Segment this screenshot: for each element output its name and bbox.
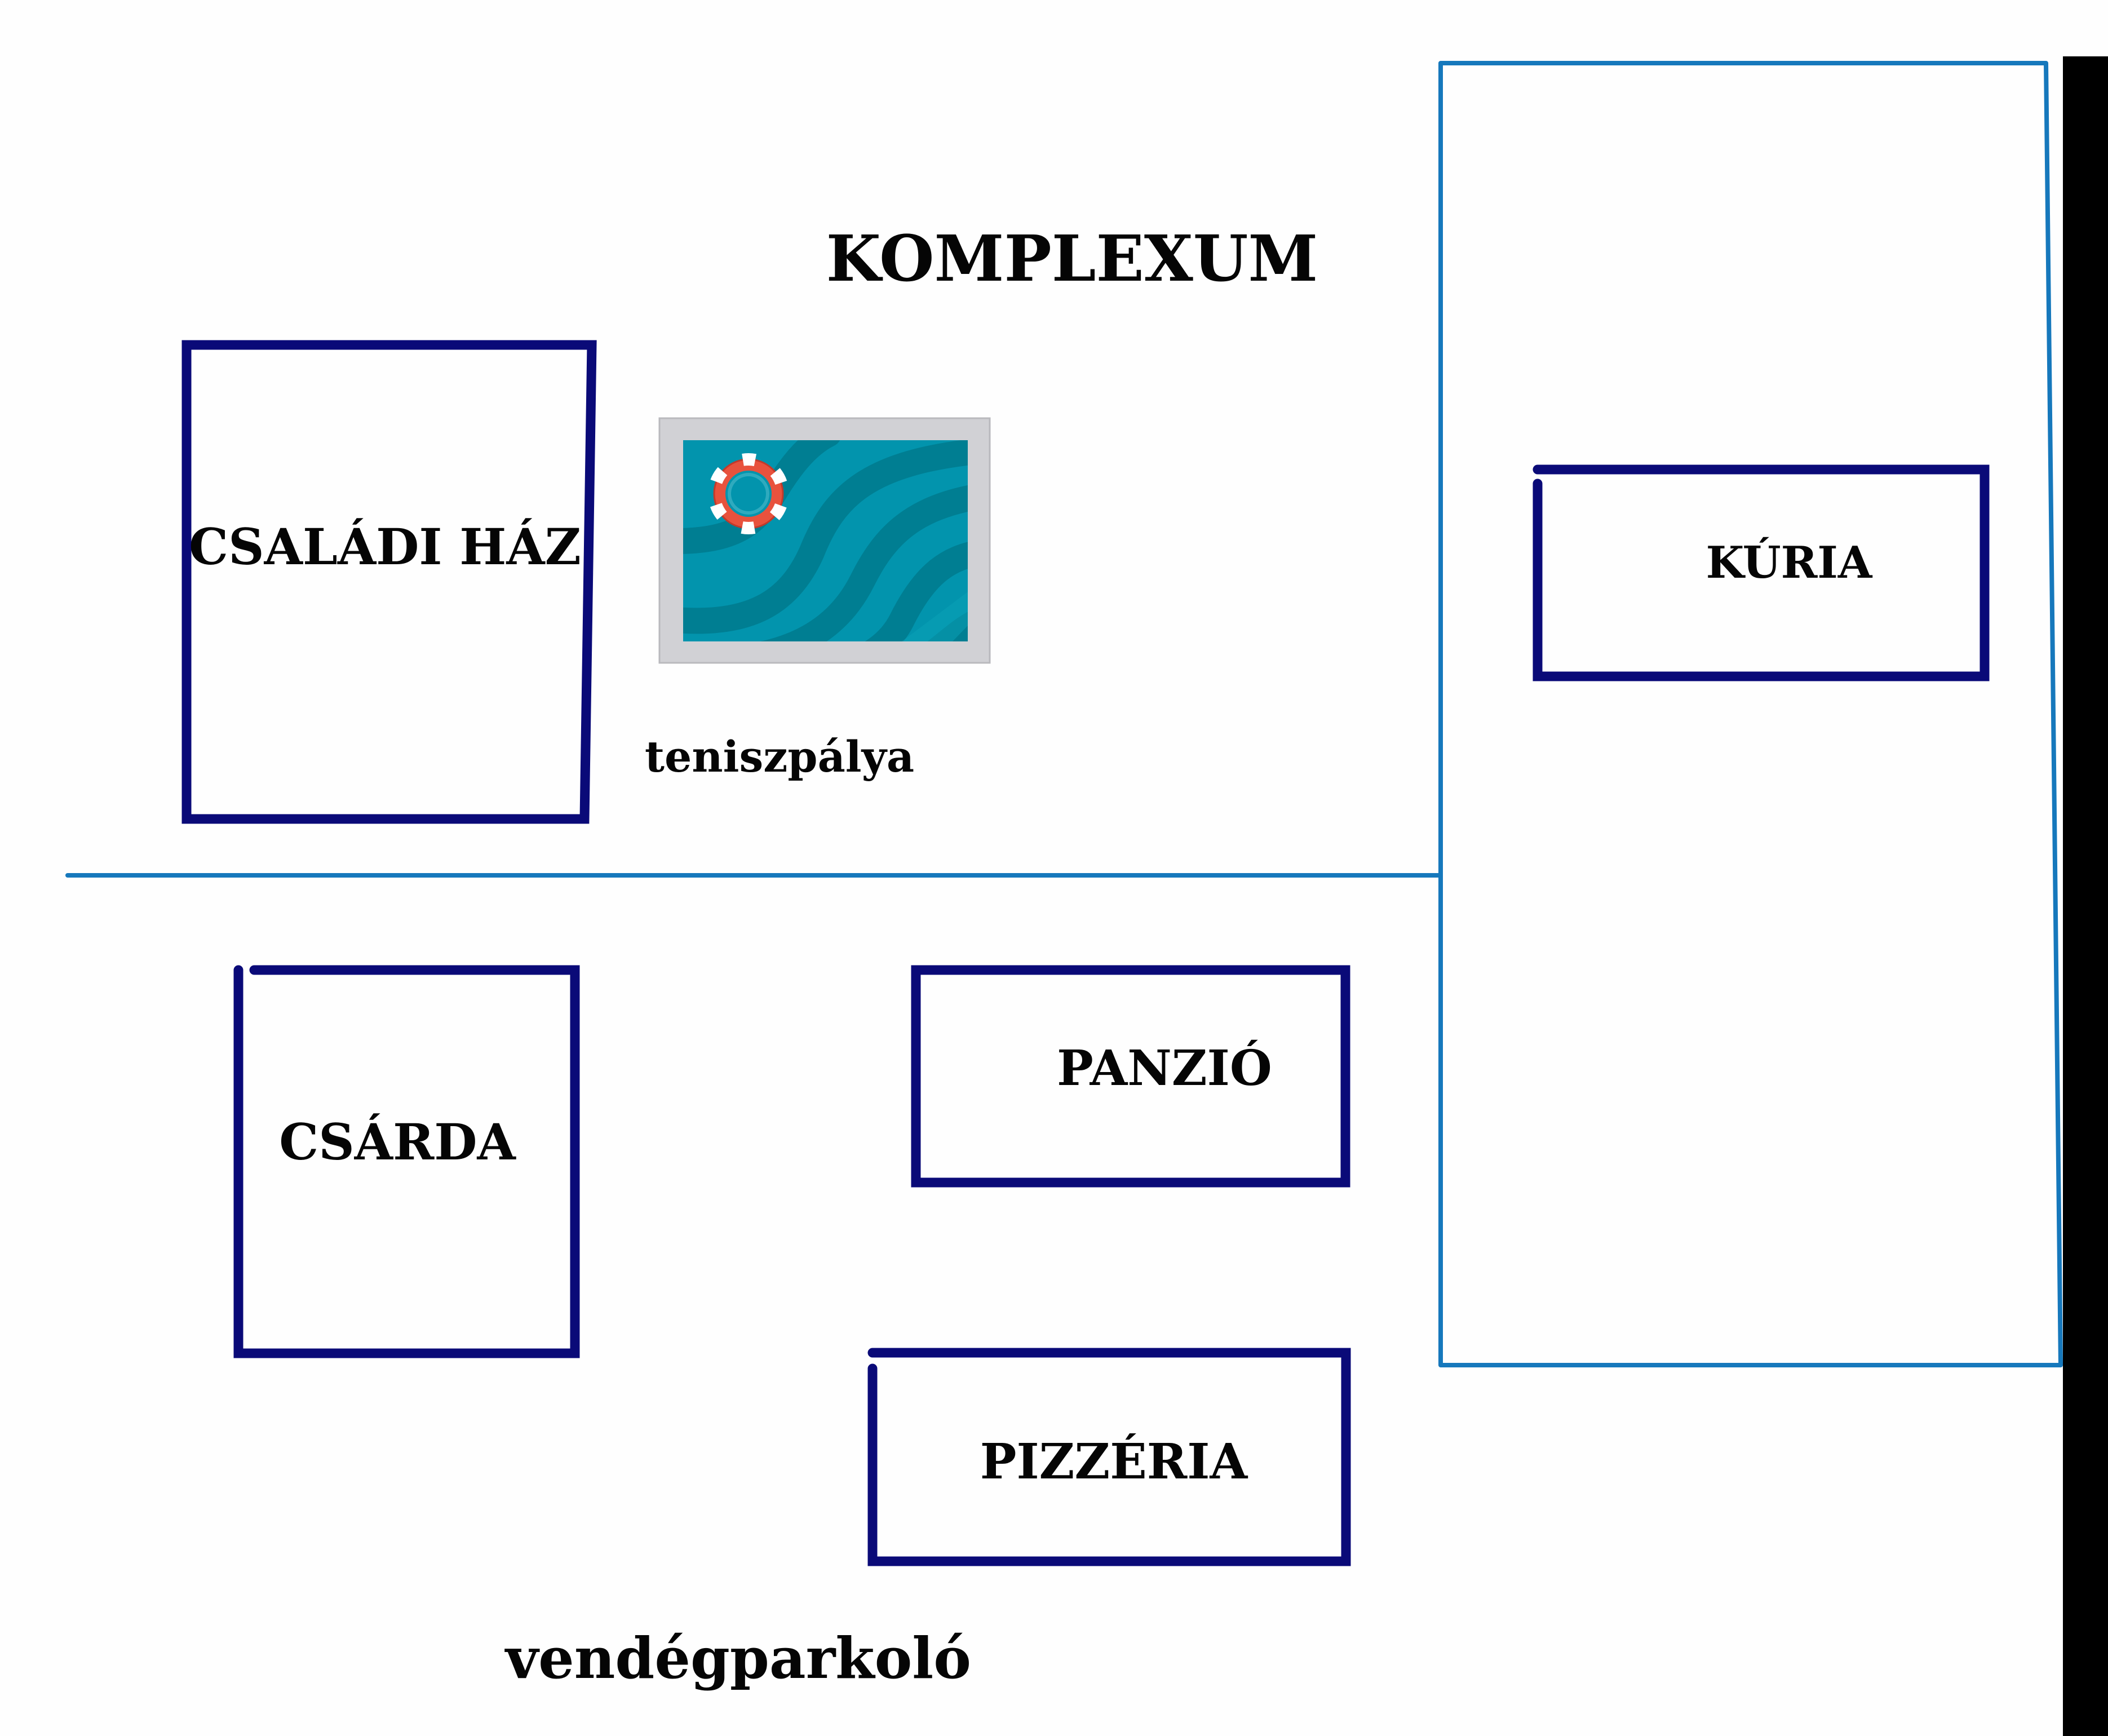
manor-label: KÚRIA (1706, 537, 1873, 588)
guesthouse-building (911, 965, 1350, 1188)
family-house-label: CSALÁDI HÁZ (189, 517, 581, 576)
inn-building (233, 965, 580, 1358)
tennis-court-label: teniszpálya (645, 732, 914, 782)
guesthouse-label: PANZIÓ (1057, 1040, 1272, 1097)
swimming-pool-icon (658, 417, 991, 664)
manor-plot-boundary (1438, 61, 2063, 1367)
page-title: KOMPLEXUM (826, 222, 1318, 296)
guest-parking-label: vendégparkoló (504, 1625, 971, 1691)
pizzeria-label: PIZZÉRIA (980, 1433, 1248, 1490)
manor-building (1533, 464, 1990, 681)
inn-label: CSÁRDA (279, 1113, 516, 1171)
lifebuoy-icon (708, 453, 789, 534)
family-house-building (181, 340, 597, 824)
pizzeria-building (867, 1348, 1351, 1566)
right-edge-bar (2063, 56, 2108, 1736)
